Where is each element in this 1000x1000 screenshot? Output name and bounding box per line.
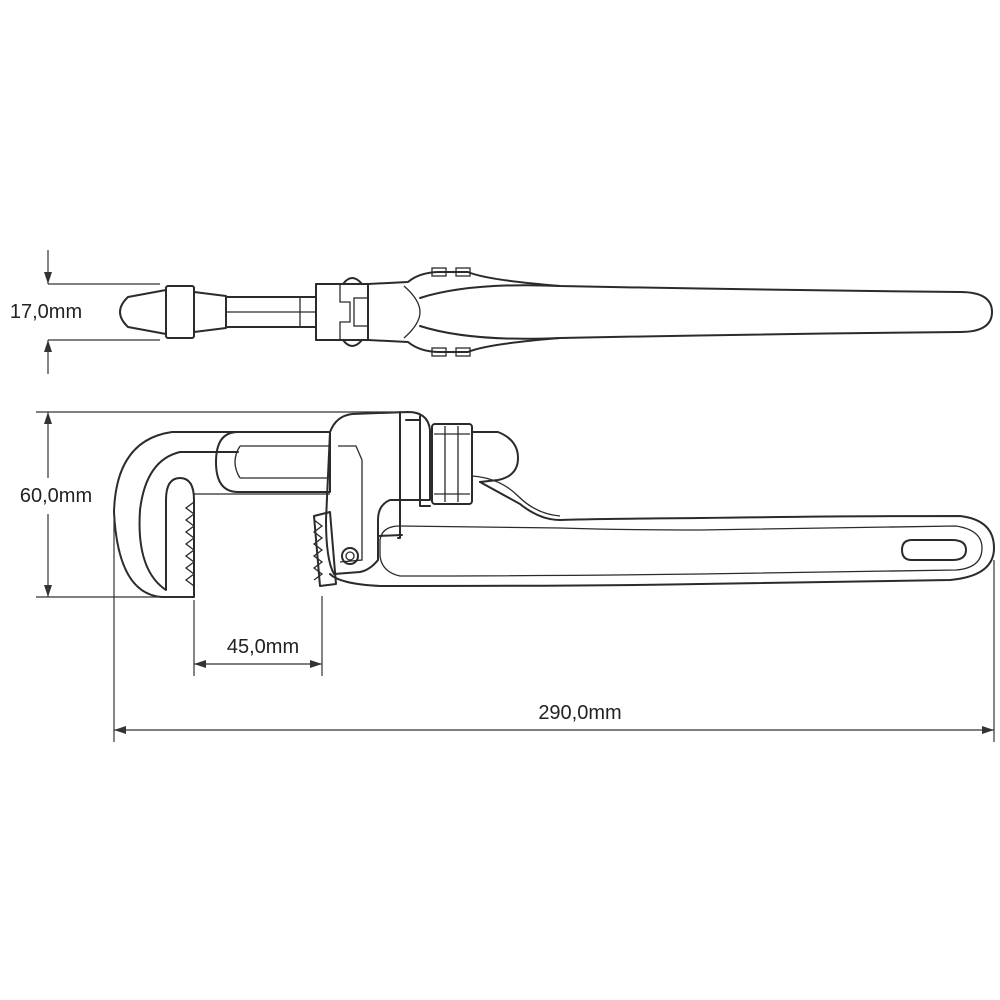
top-view-neck — [193, 291, 227, 333]
hook-jaw-teeth — [184, 501, 196, 587]
hook-jaw — [113, 431, 239, 598]
handle — [329, 481, 995, 587]
housing-pin — [341, 547, 359, 565]
dimension-length-label: 290,0mm — [538, 702, 621, 724]
top-view-handle — [419, 284, 993, 340]
adjusting-nut — [431, 423, 473, 505]
frame — [397, 411, 431, 539]
hang-hole — [901, 539, 967, 561]
top-view-collar — [165, 285, 195, 339]
heel-jaw — [313, 511, 337, 587]
top-view-housing — [315, 283, 369, 341]
heel-jaw-teeth — [312, 519, 324, 581]
top-view-jaw-tip — [119, 289, 167, 335]
dimension-height: 60,0mm — [20, 411, 404, 598]
wrench-top-view — [119, 267, 993, 357]
dimension-thickness-label: 17,0mm — [10, 301, 82, 323]
top-view-frame — [367, 271, 561, 287]
dimension-thickness: 17,0mm — [10, 250, 160, 374]
housing — [325, 411, 431, 575]
wrench-side-view — [113, 411, 995, 598]
adjusting-rod — [471, 431, 519, 483]
dimension-jaw-opening: 45,0mm — [193, 596, 323, 676]
dimension-length: 290,0mm — [113, 520, 995, 742]
dimension-height-label: 60,0mm — [20, 485, 92, 507]
dimension-jaw-opening-label: 45,0mm — [227, 636, 299, 658]
hook-shank — [215, 431, 331, 493]
